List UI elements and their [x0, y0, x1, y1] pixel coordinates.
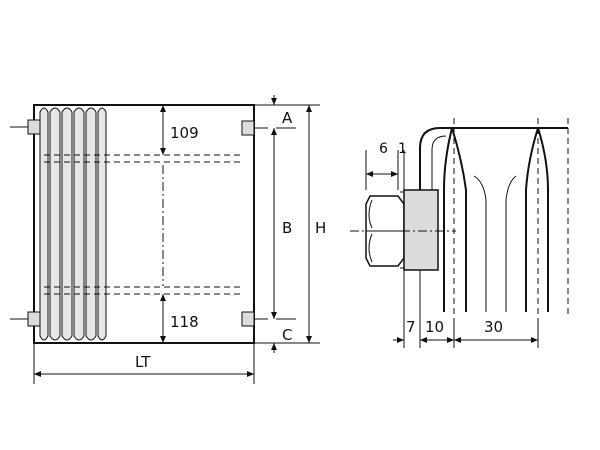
fin-profile — [537, 127, 549, 312]
dim-109-label: 109 — [170, 124, 199, 142]
radiator-fins — [39, 107, 107, 341]
label-lt: LT — [135, 353, 151, 371]
plug-body — [403, 189, 439, 271]
plug-bottom-right — [241, 311, 255, 327]
dim-7-label: 7 — [406, 318, 416, 336]
fin-profile — [473, 175, 487, 312]
fin-profile — [443, 127, 453, 312]
dim-118-label: 118 — [170, 313, 199, 331]
side-view: 6 1 7 10 30 — [350, 118, 569, 348]
fin-profile — [451, 127, 467, 312]
plug-bottom-left — [27, 311, 41, 327]
label-c: C — [282, 326, 292, 344]
fin — [49, 107, 61, 341]
plug-top-right — [241, 120, 255, 136]
plug-top-left — [27, 119, 41, 135]
front-view: 109 118 A B C H LT — [10, 95, 326, 384]
label-h: H — [315, 219, 326, 237]
fin — [85, 107, 97, 341]
fin — [73, 107, 85, 341]
dim-30-label: 30 — [484, 318, 503, 336]
label-b: B — [282, 219, 292, 237]
dim-6-label: 6 — [379, 141, 388, 157]
header-pipe — [419, 127, 568, 190]
fin — [97, 107, 107, 341]
radiator-outline — [33, 104, 255, 344]
dim-1-label: 1 — [398, 141, 407, 157]
fin — [39, 107, 49, 341]
dim-10-label: 10 — [425, 318, 444, 336]
fin — [61, 107, 73, 341]
fin-profile — [525, 127, 539, 312]
label-a: A — [282, 109, 293, 127]
fin-profile — [505, 175, 517, 312]
